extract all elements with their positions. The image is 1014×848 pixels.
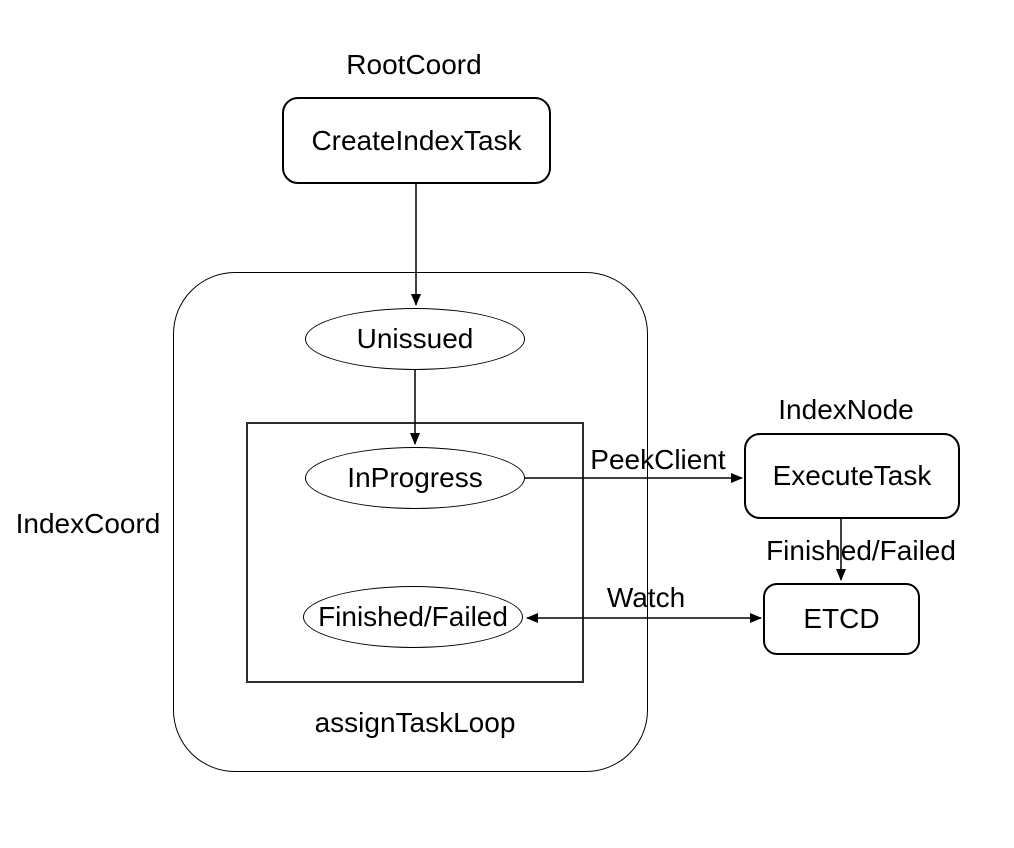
- indexcoord-label: IndexCoord: [15, 508, 161, 539]
- create-index-task-node: CreateIndexTask: [282, 97, 551, 184]
- in-progress-label: InProgress: [347, 462, 483, 493]
- watch-edge-label: Watch: [606, 582, 686, 613]
- finished-failed-label: Finished/Failed: [318, 601, 508, 632]
- create-index-task-label: CreateIndexTask: [311, 124, 522, 156]
- execute-task-node: ExecuteTask: [744, 433, 960, 519]
- finished-failed-edge-label: Finished/Failed: [766, 535, 956, 566]
- indexcoord-container: [173, 272, 648, 772]
- etcd-node: ETCD: [763, 583, 920, 655]
- execute-task-label: ExecuteTask: [772, 460, 932, 491]
- rootcoord-label: RootCoord: [346, 49, 482, 80]
- in-progress-state: InProgress: [305, 447, 525, 509]
- assign-task-loop-label: assignTaskLoop: [314, 707, 516, 738]
- unissued-label: Unissued: [356, 323, 474, 354]
- finished-failed-state: Finished/Failed: [303, 586, 523, 648]
- peek-client-edge-label: PeekClient: [590, 444, 726, 475]
- index-node-label: IndexNode: [778, 394, 914, 425]
- etcd-label: ETCD: [803, 603, 880, 634]
- unissued-state: Unissued: [305, 308, 525, 370]
